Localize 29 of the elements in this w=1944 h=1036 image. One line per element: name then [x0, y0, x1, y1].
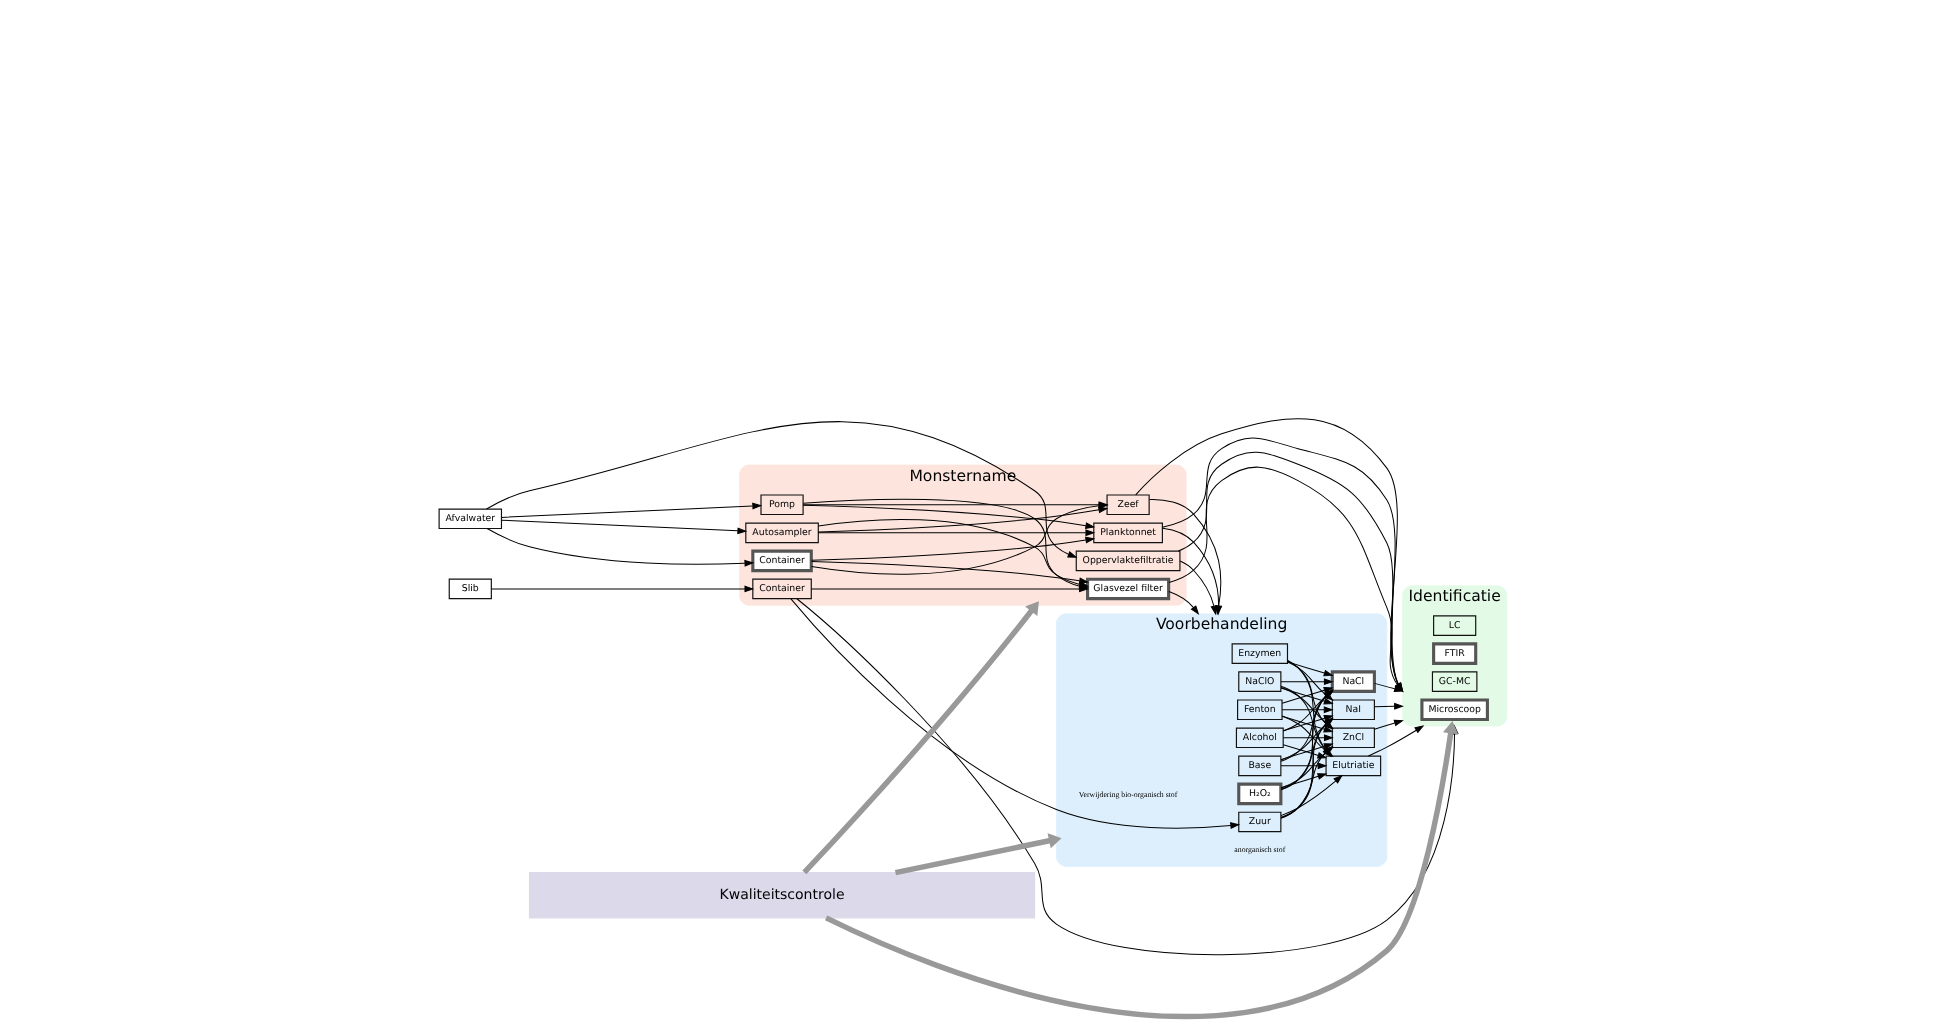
arrow: [789, 598, 1240, 829]
arrow: [816, 529, 1095, 537]
arrow: [816, 506, 1108, 533]
arrow: [1373, 719, 1403, 730]
arrow: [810, 536, 1095, 561]
arrow: [1373, 682, 1403, 693]
arrow: [801, 504, 1095, 530]
arrow: [500, 519, 747, 535]
arrow: [809, 585, 1088, 593]
arrow: [1147, 498, 1222, 616]
arrow: [489, 585, 754, 593]
arrow: [485, 528, 754, 567]
arrow: [1279, 773, 1327, 789]
arrow: [485, 421, 1077, 558]
arrow: [1167, 591, 1199, 616]
arrow: [1178, 560, 1217, 616]
arrow: [810, 561, 1088, 585]
arrow: [1281, 744, 1327, 759]
arrow: [1279, 774, 1342, 817]
arrow: [1161, 527, 1222, 616]
arrow: [1280, 706, 1333, 714]
arrow: [500, 502, 762, 518]
arrow: [801, 601, 1038, 875]
arrow: [1366, 725, 1424, 757]
arrow: [1279, 678, 1333, 686]
arrow: [1373, 702, 1403, 710]
arrow: [893, 833, 1061, 876]
arrow: [1281, 734, 1333, 742]
arrow: [1279, 762, 1327, 770]
